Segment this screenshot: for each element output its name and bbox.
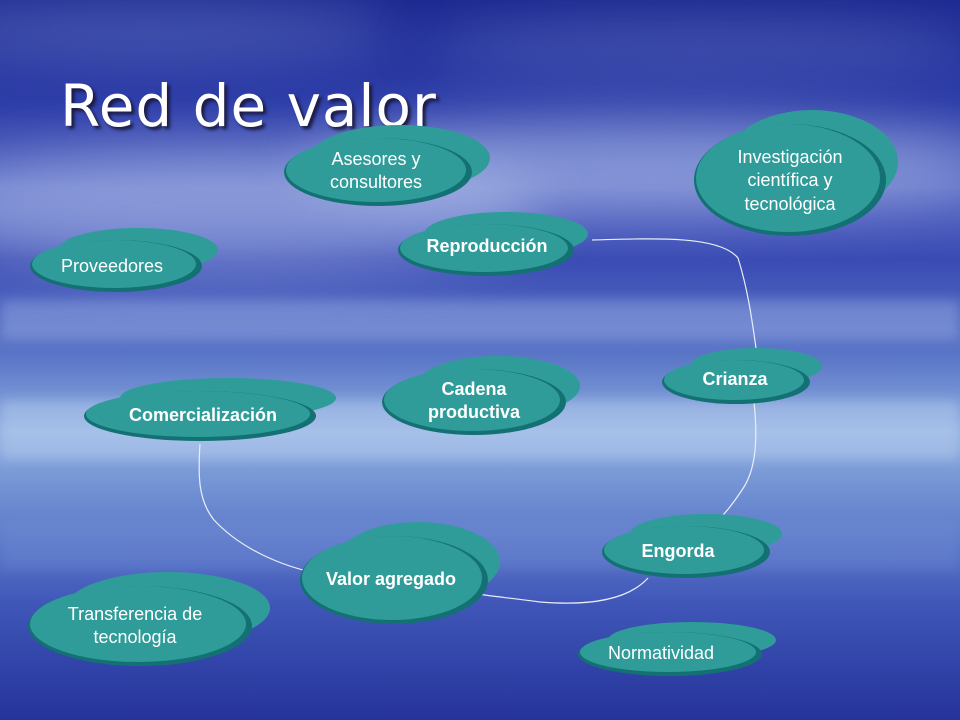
node-proveedores: Proveedores xyxy=(28,224,220,294)
ellipse-shape xyxy=(28,572,270,666)
node-investigacion: Investigación científica y tecnológica xyxy=(690,106,902,238)
node-label: Crianza xyxy=(702,369,768,390)
ellipse-shape xyxy=(602,514,782,578)
node-asesores: Asesores y consultores xyxy=(282,122,492,208)
ellipse-shape xyxy=(578,622,776,676)
link-crianza-engorda xyxy=(721,401,757,517)
ellipse-shape xyxy=(84,378,336,441)
ellipse-shape xyxy=(662,348,822,404)
node-label: Normatividad xyxy=(607,643,715,664)
ellipse-shape xyxy=(382,356,580,435)
ellipse-shape xyxy=(398,212,588,276)
link-engorda-valor xyxy=(477,577,649,604)
node-engorda: Engorda xyxy=(600,510,786,582)
node-label: Engorda xyxy=(641,541,715,562)
node-transferencia: Transferencia de tecnología xyxy=(24,566,274,670)
ellipse-shape xyxy=(694,110,898,236)
node-label: Valor agregado xyxy=(325,569,457,590)
node-normatividad: Normatividad xyxy=(576,618,780,680)
node-comercializacion: Comercialización xyxy=(78,374,340,446)
link-reproduccion-crianza xyxy=(591,238,757,349)
ellipse-shape xyxy=(284,125,490,206)
ellipse-shape xyxy=(300,522,500,624)
node-reproduccion: Reproducción xyxy=(396,208,592,280)
node-cadena: Cadena productiva xyxy=(380,352,584,438)
node-label: Reproducción xyxy=(426,236,548,257)
ellipse-shape xyxy=(30,228,218,292)
node-label: Asesores y consultores xyxy=(329,148,423,192)
node-label: Proveedores xyxy=(60,256,164,277)
node-label: Investigación científica y tecnológica xyxy=(737,146,843,214)
link-valor-comercializacion xyxy=(198,443,321,575)
node-label: Cadena productiva xyxy=(427,378,520,422)
node-label: Transferencia de tecnología xyxy=(67,603,203,647)
node-valor: Valor agregado xyxy=(298,516,506,626)
node-label: Comercialización xyxy=(128,405,278,426)
node-crianza: Crianza xyxy=(660,344,826,408)
